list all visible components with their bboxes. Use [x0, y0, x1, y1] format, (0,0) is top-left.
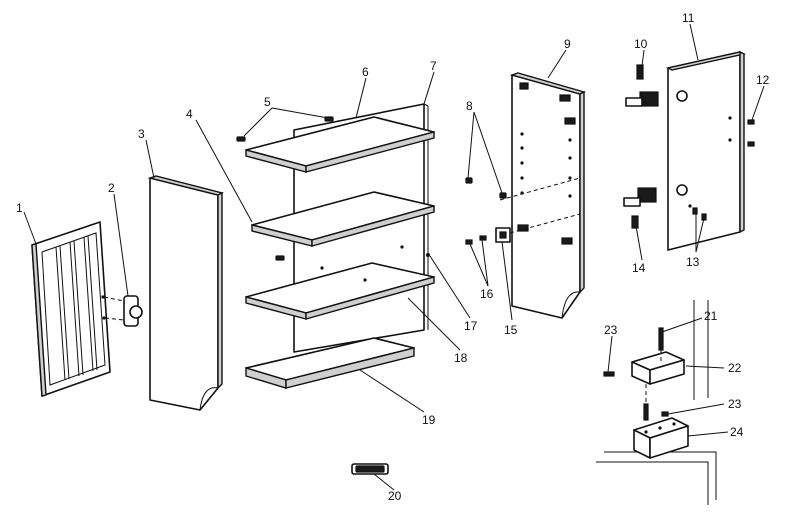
callout-3: 3: [138, 127, 145, 141]
part-19-bottom-board: [245, 337, 415, 389]
part-20-clip: [351, 463, 389, 475]
callout-7: 7: [430, 59, 437, 73]
callout-20: 20: [388, 489, 402, 503]
part-15-hinge-plate: [495, 227, 511, 243]
callout-23a: 23: [604, 323, 618, 337]
callout-11: 11: [682, 11, 695, 25]
callout-8: 8: [466, 99, 473, 113]
part-4-middle-shelf: [251, 191, 435, 247]
callout-19: 19: [422, 413, 436, 427]
callout-6: 6: [362, 65, 369, 79]
part-12-screws: [747, 119, 755, 147]
part-16-screws: [465, 235, 487, 245]
callout-17: 17: [464, 319, 478, 333]
callout-18: 18: [454, 351, 468, 365]
part-5-shelf-pins: [236, 116, 334, 261]
callout-23b: 23: [728, 397, 742, 411]
callout-4: 4: [186, 107, 193, 121]
callout-16: 16: [480, 287, 494, 301]
part-10-upper-hinge: [625, 64, 659, 107]
leader-lines: [23, 23, 765, 491]
part-11-door: [665, 50, 747, 251]
part-8-shelf-pins: [465, 177, 507, 199]
callout-2: 2: [108, 181, 115, 195]
part-14-lower-hinge: [623, 187, 657, 229]
callout-9: 9: [564, 37, 571, 51]
callout-13: 13: [686, 255, 700, 269]
callout-14: 14: [632, 261, 646, 275]
callout-10: 10: [634, 37, 648, 51]
callout-12: 12: [756, 73, 770, 87]
part-21-screw: [658, 327, 664, 362]
part-17-dowels: [320, 245, 430, 282]
callout-1: 1: [16, 201, 23, 215]
part-1-slatted-door: [31, 221, 111, 397]
callout-labels: 1 2 3 4 5 6 7 8 9 10 11 12 13 14 15 16 1…: [16, 11, 770, 503]
callout-5: 5: [264, 95, 271, 109]
callout-22: 22: [728, 361, 742, 375]
part-2-handle: [101, 295, 143, 327]
part-18-lower-shelf: [245, 262, 435, 320]
part-9-side-panel: [499, 72, 586, 319]
part-6-top-shelf: [245, 116, 435, 173]
callout-21: 21: [704, 309, 718, 323]
part-24-base-block: [596, 417, 717, 505]
part-3-side-panel: [147, 175, 224, 411]
callout-24: 24: [730, 425, 744, 439]
callout-15: 15: [504, 323, 518, 337]
part-22-corner-block: [631, 300, 709, 400]
